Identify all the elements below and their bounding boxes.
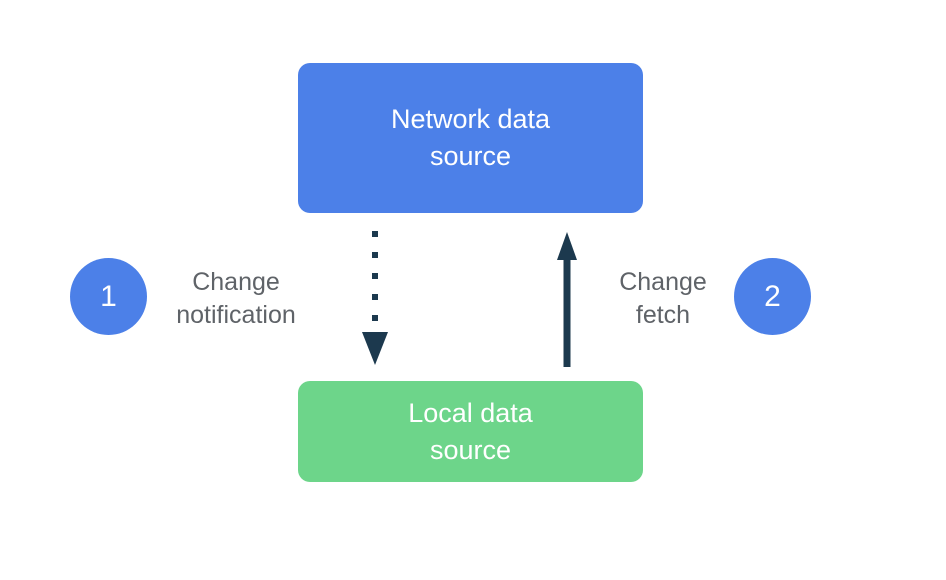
step-2-number: 2 bbox=[764, 279, 781, 313]
change-fetch-arrow-icon bbox=[557, 232, 577, 367]
step-2-label: Change fetch bbox=[619, 268, 707, 329]
local-data-source-box: Local data source bbox=[298, 381, 643, 482]
up-arrowhead-icon bbox=[557, 232, 577, 260]
step-1-number: 1 bbox=[100, 279, 117, 313]
step-2-badge: 2 bbox=[734, 258, 811, 335]
network-data-source-label: Network data source bbox=[390, 104, 551, 171]
network-data-source-box: Network data source bbox=[298, 63, 643, 213]
down-arrowhead-icon bbox=[362, 332, 388, 365]
local-data-source-label: Local data source bbox=[408, 397, 533, 465]
step-1-badge: 1 bbox=[70, 258, 147, 335]
change-notification-arrow-icon bbox=[362, 231, 388, 365]
step-1-label: Change notification bbox=[176, 268, 296, 329]
